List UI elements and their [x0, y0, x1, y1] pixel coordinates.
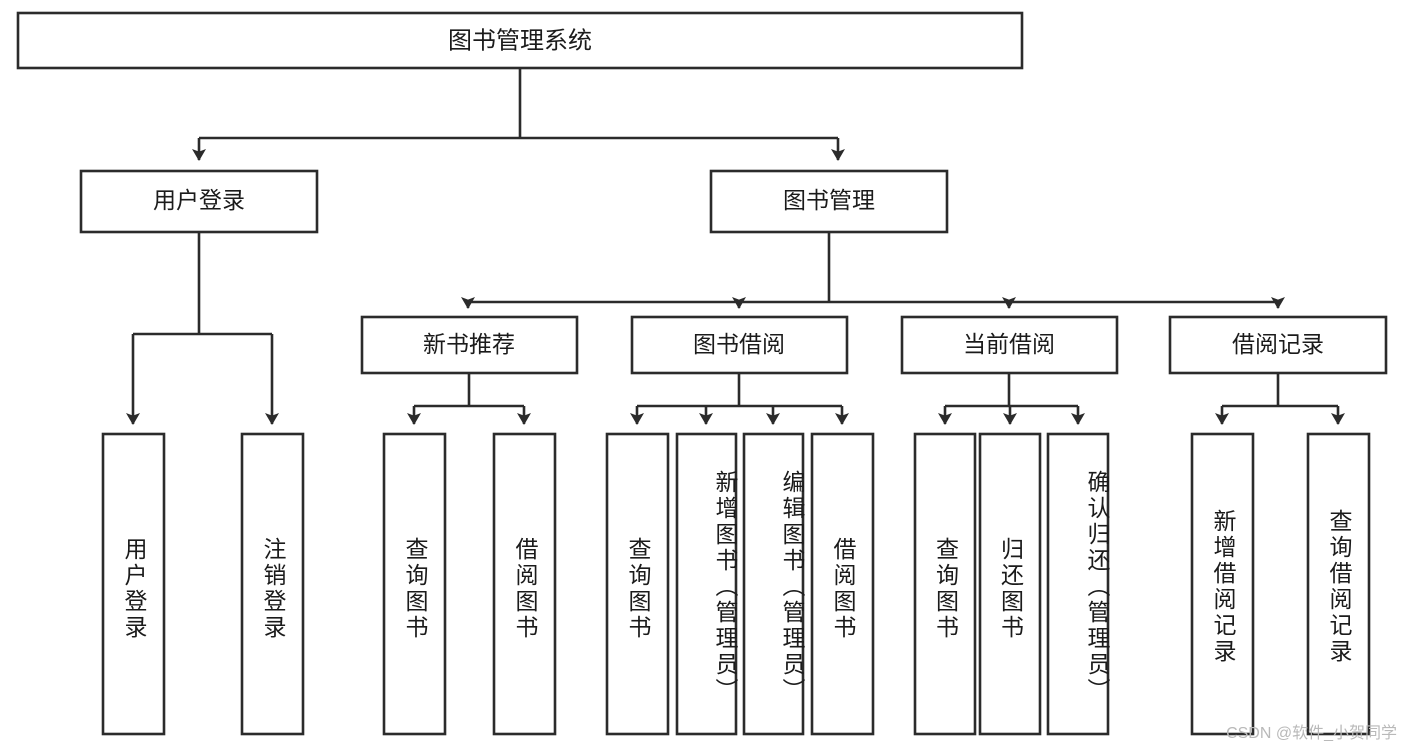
node-user-login-label: 用户登录	[153, 187, 245, 213]
leaf-box-add-record[interactable]	[1190, 432, 1255, 736]
leaf-box-borrow-book-1[interactable]	[492, 432, 557, 736]
node-book-manage-label: 图书管理	[783, 187, 875, 213]
node-new-book-recommend-label: 新书推荐	[423, 331, 515, 357]
node-borrow-record[interactable]: 借阅记录	[1168, 315, 1388, 375]
node-borrow-record-label: 借阅记录	[1232, 331, 1324, 357]
node-root[interactable]: 图书管理系统	[16, 11, 1024, 70]
leaf-box-query-book-2[interactable]	[605, 432, 670, 736]
node-current-borrow[interactable]: 当前借阅	[900, 315, 1119, 375]
csdn-watermark: CSDN @软件_小贺同学	[1226, 725, 1397, 742]
connector-book-borrow-to-leaves	[630, 373, 849, 425]
leaf-box-return-book[interactable]	[978, 432, 1042, 736]
leaf-box-query-record[interactable]	[1306, 432, 1371, 736]
connector-root-to-level2	[192, 68, 845, 161]
node-book-borrow[interactable]: 图书借阅	[630, 315, 849, 375]
leaf-box-add-book[interactable]	[675, 432, 738, 736]
connector-current-borrow-to-leaves	[938, 373, 1085, 425]
connector-user-login-to-leaves	[126, 232, 279, 425]
node-book-manage[interactable]: 图书管理	[709, 169, 949, 234]
node-user-login[interactable]: 用户登录	[79, 169, 319, 234]
connector-new-book-recommend-to-leaves	[407, 373, 531, 425]
connector-book-manage-to-level3	[461, 232, 1285, 309]
leaf-box-query-book-1[interactable]	[382, 432, 447, 736]
leaf-box-edit-book[interactable]	[742, 432, 805, 736]
node-book-borrow-label: 图书借阅	[693, 331, 785, 357]
node-current-borrow-label: 当前借阅	[963, 331, 1055, 357]
leaf-box-logout-login[interactable]	[240, 432, 305, 736]
leaf-box-confirm-return[interactable]	[1046, 432, 1110, 736]
node-root-label: 图书管理系统	[448, 27, 592, 54]
leaf-box-borrow-book-2[interactable]	[810, 432, 875, 736]
leaf-box-user-login[interactable]	[101, 432, 166, 736]
leaf-box-query-book-3[interactable]	[913, 432, 977, 736]
node-new-book-recommend[interactable]: 新书推荐	[360, 315, 579, 375]
connector-borrow-record-to-leaves	[1215, 373, 1345, 425]
